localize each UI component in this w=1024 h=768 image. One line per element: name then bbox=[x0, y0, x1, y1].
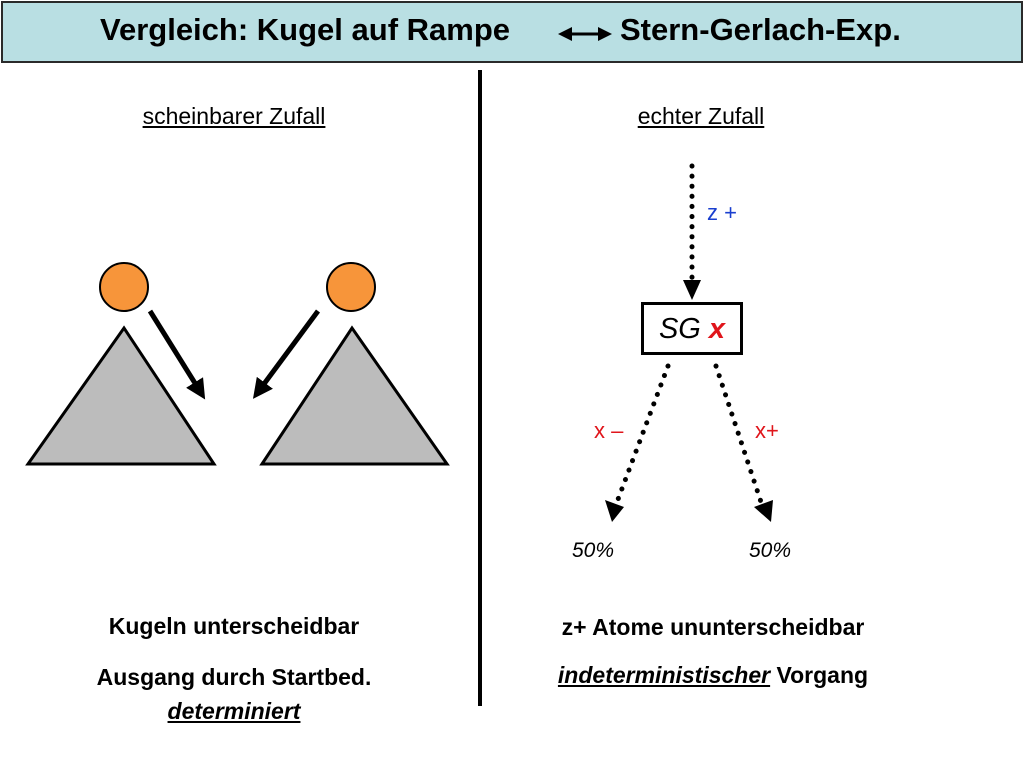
ramp-right bbox=[259, 325, 450, 466]
arrow-ball-left bbox=[147, 309, 206, 400]
percent-right: 50% bbox=[749, 539, 792, 562]
right-line-2-emphasis: indeterministischer bbox=[557, 662, 771, 688]
right-line-2: indeterministischer Vorgang bbox=[558, 662, 868, 689]
left-heading: scheinbarer Zufall bbox=[142, 103, 326, 129]
output-beam-minus bbox=[605, 363, 671, 522]
right-heading: echter Zufall bbox=[637, 103, 765, 129]
output-label-plus: x+ bbox=[755, 418, 779, 443]
sg-text: SG bbox=[658, 313, 701, 345]
left-line-1: Kugeln unterscheidbar bbox=[108, 613, 360, 639]
output-beam-plus bbox=[713, 363, 773, 522]
slide-title-right: Stern-Gerlach-Exp. bbox=[620, 12, 901, 47]
left-line-3: determiniert bbox=[167, 698, 301, 724]
ramp-left bbox=[25, 325, 217, 466]
sg-label: SG x bbox=[644, 313, 740, 346]
stern-gerlach-box: SG x bbox=[641, 302, 743, 355]
ball-left bbox=[99, 262, 149, 312]
right-line-2-rest: Vorgang bbox=[770, 662, 869, 688]
input-beam bbox=[683, 163, 701, 300]
sg-axis: x bbox=[708, 313, 726, 345]
title-bar: Vergleich: Kugel auf Rampe Stern-Gerlach… bbox=[1, 1, 1023, 63]
percent-left: 50% bbox=[572, 539, 615, 562]
double-arrow-icon bbox=[558, 27, 612, 41]
ball-right bbox=[326, 262, 376, 312]
left-line-2: Ausgang durch Startbed. bbox=[96, 664, 372, 690]
arrow-ball-right bbox=[252, 309, 321, 399]
slide-title-left: Vergleich: Kugel auf Rampe bbox=[100, 12, 510, 47]
output-label-minus: x – bbox=[594, 418, 624, 443]
right-line-1: z+ Atome ununterscheidbar bbox=[561, 614, 865, 640]
input-beam-label: z + bbox=[707, 200, 737, 225]
